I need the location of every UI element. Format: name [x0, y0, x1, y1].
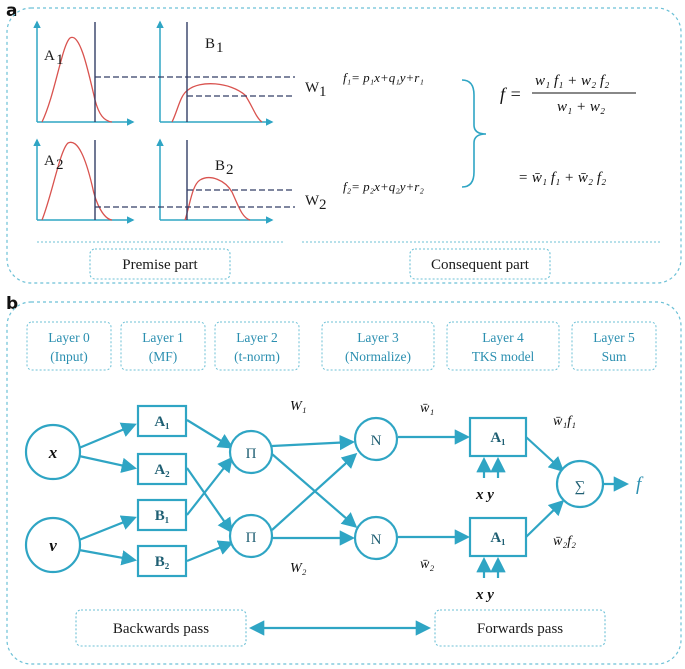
mf-label-a1: A: [44, 48, 55, 64]
mf-label-b2: B: [215, 158, 225, 174]
mf-box-b1-label: B₁: [155, 508, 170, 524]
mf-box-b1: B₁: [136, 498, 188, 532]
layer-header-1: Layer 1 (MF): [120, 321, 206, 371]
mf-label-b1-sub: 1: [216, 40, 224, 56]
consequent-part-label: Consequent part: [431, 257, 530, 273]
output-label: f: [636, 474, 644, 495]
layer-header-0: Layer 0 (Input): [26, 321, 112, 371]
panel-a-label: a: [6, 1, 17, 21]
mf-box-b2: B₂: [136, 544, 188, 578]
premise-part-box: [89, 248, 231, 280]
forwards-pass-label: Forwards pass: [477, 621, 563, 637]
formula-normalized: = w̄₁ f₁ + w̄₂ f₂: [518, 170, 606, 186]
layer-header-2: Layer 2 (t-norm): [214, 321, 300, 371]
xy-label-top: x y: [475, 487, 494, 503]
consequent-box-1: A₁: [468, 416, 528, 458]
input-node-x: x: [24, 423, 82, 481]
xy-label-bottom: x y: [475, 587, 494, 603]
layer-4-title: Layer 4: [482, 330, 524, 345]
pi-node-2: Π: [228, 513, 274, 559]
layer-5-subtitle: Sum: [602, 349, 627, 364]
mf-box-a2-label: A₂: [154, 462, 170, 478]
mf-label-a2: A: [44, 153, 55, 169]
pi-node-2-label: Π: [246, 530, 257, 546]
layer-0-subtitle: (Input): [50, 349, 88, 364]
weight-label-w2-sub: 2: [319, 197, 327, 213]
weight-label-w1: W: [305, 80, 320, 96]
n-node-1: N: [353, 416, 399, 462]
forwards-pass-box: [434, 609, 606, 647]
rule-f2: f₂= p₂x+q₂y+r₂: [343, 179, 424, 194]
rule-brace: [461, 79, 487, 188]
mf-label-a2-sub: 2: [56, 157, 64, 173]
mf-label-b2-sub: 2: [226, 162, 234, 178]
layer-1-subtitle: (MF): [149, 349, 178, 364]
input-y-label: v: [49, 536, 57, 555]
n-node-2-label: N: [371, 532, 382, 548]
formula-numerator: w₁ f₁ + w₂ f₂: [535, 73, 609, 89]
consequent-part-box: [409, 248, 551, 280]
layer-0-title: Layer 0: [48, 330, 90, 345]
mf-plot-b2: B 2: [156, 138, 274, 224]
weight-label-w1-sub: 1: [319, 84, 327, 100]
layer-2-subtitle: (t-norm): [234, 349, 280, 364]
edge-label-wbar2: w̄₂: [420, 557, 434, 572]
layer-2-title: Layer 2: [236, 330, 278, 345]
edge-label-w2f2: w̄₂f₂: [553, 534, 576, 549]
mf-box-a1-label: A₁: [154, 414, 169, 430]
mf-label-a1-sub: 1: [56, 52, 64, 68]
layer-3-title: Layer 3: [357, 330, 399, 345]
sum-node: ∑: [555, 459, 605, 509]
mf-plot-a1: A 1: [33, 20, 135, 126]
pi-node-1: Π: [228, 429, 274, 475]
edge-label-w2: W₂: [290, 561, 307, 576]
edge-label-w1f1: w̄₁f₁: [553, 414, 576, 429]
n-node-1-label: N: [371, 433, 382, 449]
panel-b-label: b: [6, 294, 18, 314]
network-edges: [78, 419, 630, 578]
formula-lhs: f =: [500, 84, 522, 104]
weight-label-w2: W: [305, 193, 320, 209]
sum-node-label: ∑: [575, 479, 586, 495]
mf-box-a2: A₂: [136, 452, 188, 486]
pi-node-1-label: Π: [246, 446, 257, 462]
consequent-box-2: A₁: [468, 516, 528, 558]
panel-b-frame: [6, 301, 682, 665]
layer-header-3: Layer 3 (Normalize): [321, 321, 435, 371]
mf-box-b2-label: B₂: [155, 554, 170, 570]
mf-plot-a2: A 2: [33, 138, 135, 224]
backwards-pass-box: [75, 609, 247, 647]
formula-denominator: w₁ + w₂: [557, 99, 605, 115]
layer-4-subtitle: TKS model: [472, 349, 535, 364]
mf-label-b1: B: [205, 36, 215, 52]
layer-5-title: Layer 5: [593, 330, 635, 345]
premise-part-label: Premise part: [122, 257, 198, 273]
layer-1-title: Layer 1: [142, 330, 184, 345]
layer-3-subtitle: (Normalize): [345, 349, 411, 364]
edge-label-w1: W₁: [290, 399, 307, 414]
consequent-box-1-label: A₁: [490, 430, 505, 446]
layer-header-4: Layer 4 TKS model: [446, 321, 560, 371]
layer-header-5: Layer 5 Sum: [571, 321, 657, 371]
n-node-2: N: [353, 515, 399, 561]
consequent-box-2-label: A₁: [490, 530, 505, 546]
edge-label-wbar1: w̄₁: [420, 401, 434, 416]
mf-plot-b1: B 1: [156, 20, 274, 126]
input-node-y: v: [24, 516, 82, 574]
backwards-pass-label: Backwards pass: [113, 621, 209, 637]
panel-a-frame: [6, 7, 682, 284]
rule-f1: f₁= p₁x+q₁y+r₁: [343, 70, 424, 85]
input-x-label: x: [48, 443, 58, 462]
mf-box-a1: A₁: [136, 404, 188, 438]
